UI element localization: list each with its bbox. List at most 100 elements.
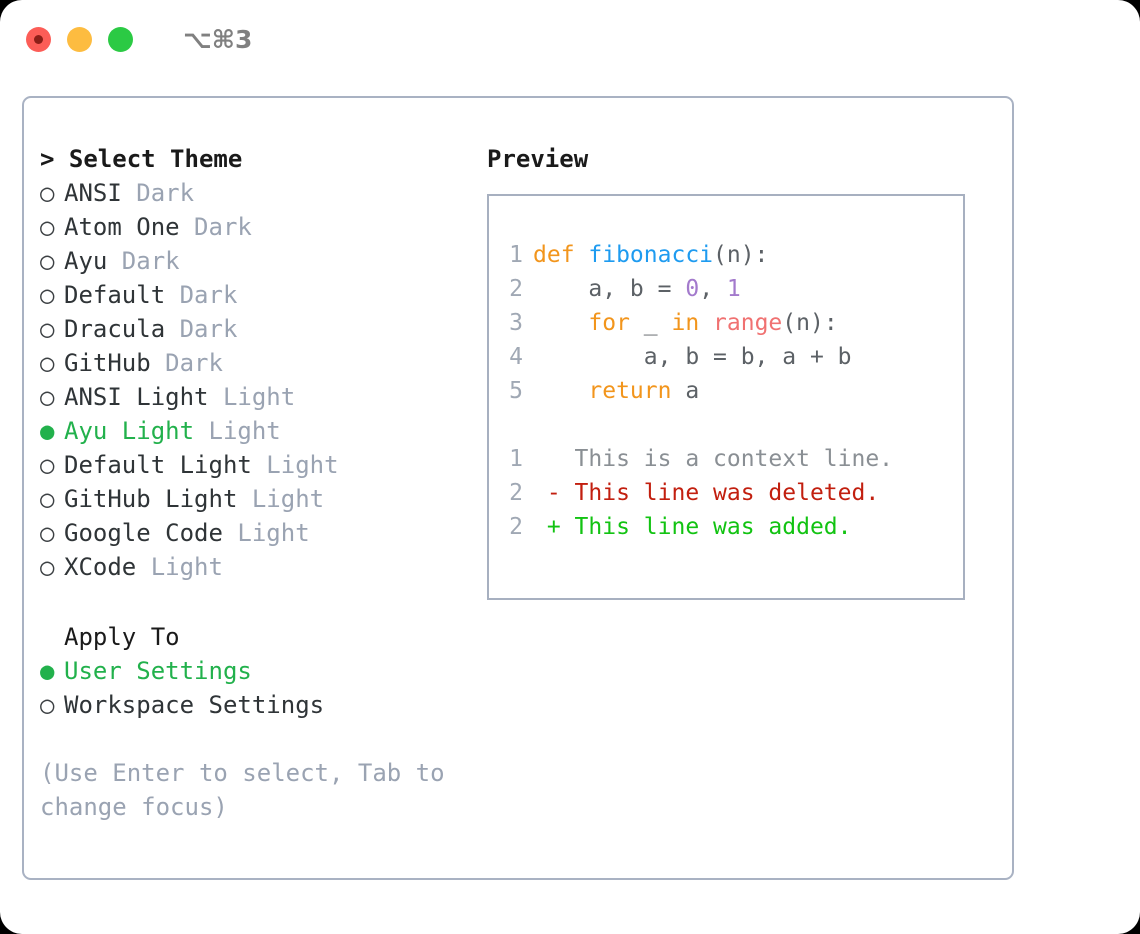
radio-unselected-icon: ○ bbox=[40, 553, 55, 581]
keyboard-hint: (Use Enter to select, Tab to change focu… bbox=[40, 759, 460, 821]
code-token-kw: for bbox=[588, 310, 630, 336]
select-theme-heading: > Select Theme bbox=[40, 145, 243, 173]
radio-unselected-icon: ○ bbox=[40, 383, 55, 411]
theme-option-name: ANSI Light bbox=[64, 383, 209, 411]
theme-option-name: Google Code bbox=[64, 519, 223, 547]
window-controls bbox=[26, 26, 133, 52]
close-button[interactable] bbox=[26, 26, 51, 52]
radio-unselected-icon: ○ bbox=[40, 485, 55, 513]
line-number: 1 bbox=[509, 242, 523, 268]
code-token-txt bbox=[699, 310, 713, 336]
theme-option[interactable]: ○ Google Code Light bbox=[40, 516, 479, 550]
theme-option-name: Default bbox=[64, 281, 166, 309]
theme-option-variant: Light bbox=[194, 417, 281, 445]
code-line: 3 for _ in range(n): bbox=[501, 306, 963, 340]
code-token-txt: (n): bbox=[713, 242, 769, 268]
code-line: 4 a, b = b, a + b bbox=[501, 340, 963, 374]
theme-option[interactable]: ○ Default Light Light bbox=[40, 448, 479, 482]
code-diff-separator bbox=[501, 408, 963, 442]
theme-option-variant: Dark bbox=[121, 179, 195, 207]
apply-to-option[interactable]: ●User Settings bbox=[40, 654, 479, 688]
apply-to-list[interactable]: ●User Settings○Workspace Settings bbox=[40, 654, 479, 722]
theme-option-name: XCode bbox=[64, 553, 137, 581]
title-bar: ⌥⌘3 bbox=[0, 0, 1140, 78]
line-number: 3 bbox=[509, 310, 523, 336]
code-token-call: range bbox=[713, 310, 783, 336]
theme-option-variant: Dark bbox=[165, 315, 238, 343]
theme-option[interactable]: ○Ayu Dark bbox=[40, 244, 479, 278]
keyboard-shortcut-label: ⌥⌘3 bbox=[183, 24, 253, 54]
apply-to-option-name: User Settings bbox=[64, 657, 252, 685]
code-token-txt: a, b = bbox=[533, 276, 686, 302]
code-token-fn: fibonacci bbox=[588, 242, 714, 268]
theme-option-name: GitHub bbox=[64, 349, 151, 377]
line-number: 2 bbox=[509, 276, 523, 302]
code-line: 2 a, b = 0, 1 bbox=[501, 272, 963, 306]
diff-line-text: + This line was added. bbox=[533, 514, 852, 540]
code-token-num: 1 bbox=[726, 276, 741, 302]
code-token-txt: a bbox=[671, 378, 700, 404]
radio-unselected-icon: ○ bbox=[40, 315, 55, 343]
line-number: 2 bbox=[509, 480, 523, 506]
code-line: 1 def fibonacci(n): bbox=[501, 238, 963, 272]
diff-line-text: - This line was deleted. bbox=[533, 480, 880, 506]
preview-title: Preview bbox=[487, 145, 589, 173]
code-token-txt: (n): bbox=[782, 310, 838, 336]
line-number: 4 bbox=[509, 344, 523, 370]
theme-option-variant: Dark bbox=[107, 247, 180, 275]
theme-option-name: Ayu bbox=[64, 247, 108, 275]
theme-option-variant: Light bbox=[222, 519, 310, 547]
theme-option-variant: Light bbox=[251, 451, 339, 479]
code-line: 5 return a bbox=[501, 374, 963, 408]
code-token-num: 0 bbox=[685, 276, 700, 302]
theme-option[interactable]: ○ Atom One Dark bbox=[40, 210, 479, 244]
theme-option-variant: Dark bbox=[165, 281, 238, 309]
code-token-kw: def bbox=[533, 242, 589, 268]
theme-option-name: Dracula bbox=[64, 315, 166, 343]
radio-unselected-icon: ○ bbox=[40, 281, 55, 309]
code-token-kw: in bbox=[671, 310, 700, 336]
code-token-txt bbox=[533, 378, 588, 404]
close-icon bbox=[34, 34, 43, 44]
theme-selector-panel: > Select Theme ○ANSI Dark○Atom One Dark○… bbox=[22, 96, 1014, 880]
apply-to-option[interactable]: ○Workspace Settings bbox=[40, 688, 479, 722]
theme-option[interactable]: ○GitHub Light Light bbox=[40, 482, 479, 516]
radio-unselected-icon: ○ bbox=[40, 451, 55, 479]
diff-sample: 1 This is a context line.2 - This line w… bbox=[501, 442, 963, 544]
apply-to-option-name: Workspace Settings bbox=[64, 691, 325, 719]
theme-option-name: Atom One bbox=[64, 213, 180, 241]
theme-option-variant: Dark bbox=[179, 213, 252, 241]
theme-option-name: Default Light bbox=[64, 451, 252, 479]
line-number: 5 bbox=[509, 378, 523, 404]
radio-unselected-icon: ○ bbox=[40, 179, 55, 207]
theme-option-variant: Light bbox=[237, 485, 325, 513]
theme-option-variant: Light bbox=[208, 383, 296, 411]
radio-unselected-icon: ○ bbox=[40, 213, 55, 241]
line-number: 1 bbox=[509, 446, 523, 472]
code-token-txt: , bbox=[699, 276, 727, 302]
theme-option[interactable]: ○ ANSI Light Light bbox=[40, 380, 479, 414]
radio-unselected-icon: ○ bbox=[40, 519, 55, 547]
diff-line-text: This is a context line. bbox=[533, 446, 894, 472]
theme-option[interactable]: ○ Default Dark bbox=[40, 278, 479, 312]
theme-option[interactable]: ●Ayu Light Light bbox=[40, 414, 479, 448]
theme-option[interactable]: ○GitHub Dark bbox=[40, 346, 479, 380]
apply-to-heading: Apply To bbox=[64, 623, 180, 651]
minimize-button[interactable] bbox=[67, 26, 92, 52]
code-token-kw: return bbox=[588, 378, 672, 404]
radio-unselected-icon: ○ bbox=[40, 349, 55, 377]
diff-line-context: 1 This is a context line. bbox=[501, 442, 963, 476]
line-number: 2 bbox=[509, 514, 523, 540]
code-token-txt: a, b = b, a + b bbox=[533, 344, 852, 370]
code-token-txt: _ bbox=[629, 310, 672, 336]
theme-option-name: ANSI bbox=[64, 179, 122, 207]
theme-option[interactable]: ○ Dracula Dark bbox=[40, 312, 479, 346]
maximize-button[interactable] bbox=[108, 26, 133, 52]
theme-option[interactable]: ○XCode Light bbox=[40, 550, 479, 584]
theme-list[interactable]: ○ANSI Dark○Atom One Dark○Ayu Dark○Defaul… bbox=[40, 176, 479, 584]
theme-option[interactable]: ○ ANSI Dark bbox=[40, 176, 479, 210]
radio-selected-icon: ● bbox=[40, 417, 55, 445]
diff-line-deleted: 2 - This line was deleted. bbox=[501, 476, 963, 510]
